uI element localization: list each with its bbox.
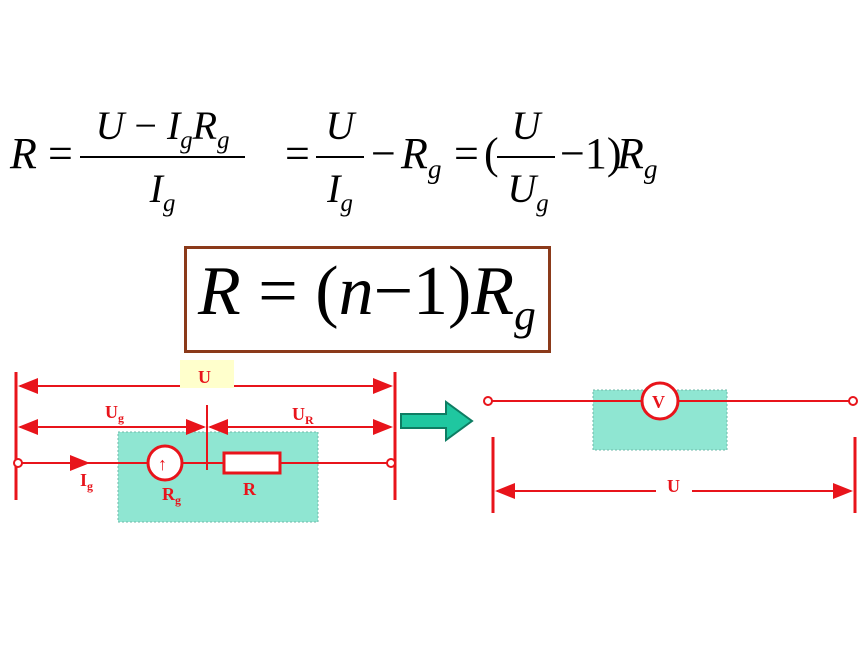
fraction-2-bar	[316, 156, 364, 158]
formula-1-paren-open: (	[484, 129, 499, 178]
formula-1-eq: =	[48, 129, 73, 178]
left-circuit-box	[117, 431, 319, 523]
formula-1-lhs: R	[10, 129, 37, 178]
formula-1-eq3: =	[454, 129, 479, 178]
fraction-1-numerator: U − IgRg	[95, 103, 230, 154]
formula-1-eq2: =	[285, 129, 310, 178]
voltmeter-label: V	[652, 392, 665, 412]
conversion-arrow	[400, 400, 474, 442]
r-label: R	[243, 479, 257, 499]
fraction-2-denominator: Ig	[327, 166, 353, 217]
right-u-label: U	[667, 476, 680, 496]
right-circuit: V U	[483, 381, 858, 513]
formula-1-Rg: Rg	[401, 129, 442, 184]
resistor-r	[222, 451, 282, 475]
fraction-1-bar	[80, 156, 245, 158]
boxed-formula: R = (n−1)Rg	[198, 253, 536, 340]
left-terminal-b	[386, 458, 396, 468]
fraction-3-denominator: Ug	[507, 166, 549, 217]
galvanometer-arrow-icon: ↑	[158, 454, 167, 474]
right-terminal-a	[483, 396, 493, 406]
formula-1-minus3: −1)	[560, 129, 622, 178]
fraction-3-bar	[497, 156, 555, 158]
fraction-2-numerator: U	[325, 103, 355, 148]
boxed-formula-frame	[184, 246, 551, 353]
u-label-bg	[180, 360, 234, 388]
formula-1-Rg2: Rg	[617, 129, 658, 184]
ug-label: Ug	[105, 402, 124, 425]
ur-label: UR	[292, 404, 314, 427]
voltmeter	[640, 381, 680, 421]
galvanometer	[146, 444, 184, 482]
fraction-3-numerator: U	[511, 103, 541, 148]
left-circuit: U Ug UR Ig ↑ Rg R	[13, 360, 397, 523]
rg-label: Rg	[162, 484, 181, 507]
left-terminal-a	[13, 458, 23, 468]
ig-label: Ig	[80, 470, 93, 493]
u-label: U	[198, 367, 211, 387]
fraction-1-denominator: Ig	[149, 166, 176, 217]
right-terminal-b	[848, 396, 858, 406]
formula-1-minus2: −	[371, 129, 396, 178]
